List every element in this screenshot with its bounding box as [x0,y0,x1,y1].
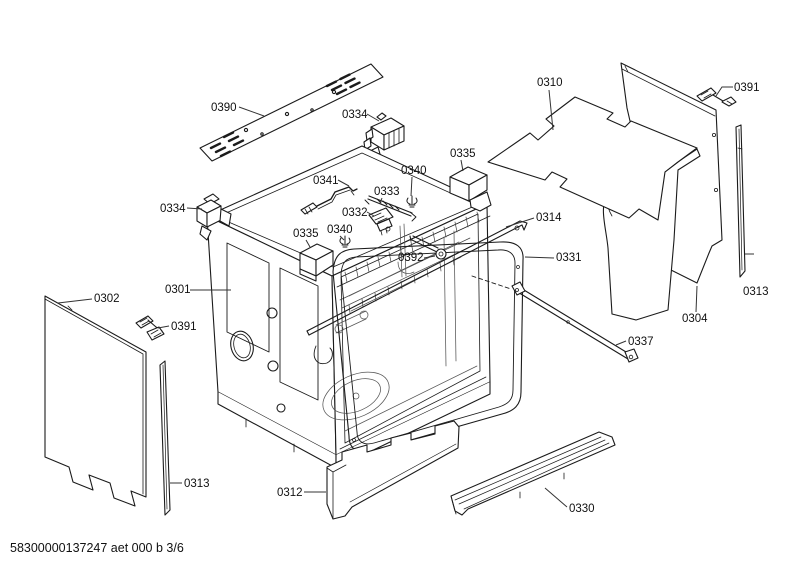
document-number-footer: 58300000137247 aet 000 b 3/6 [10,541,184,555]
part-label-0340-top: 0340 [401,165,427,177]
leader-0392 [423,255,436,259]
leader-0391-left [157,325,170,329]
part-label-0313-left: 0313 [184,478,210,490]
leader-0337 [615,340,627,346]
leader-0310 [548,89,554,131]
leader-0334-left [186,207,203,210]
leader-0335-left [305,239,311,248]
part-0340-clip-top [406,195,418,208]
part-labels: 0390 0334 0310 0391 0335 0340 0341 0333 … [94,77,769,515]
leader-0332 [366,211,375,217]
leader-lines [57,86,754,508]
leader-0335-right [460,159,464,172]
part-0310-insulation-mat [487,96,701,321]
part-label-0335-left: 0335 [293,228,319,240]
part-label-0312: 0312 [277,487,303,499]
part-0302-side-panel-left [44,295,147,507]
part-0332-latch [368,207,394,236]
part-label-0391-top-right: 0391 [734,82,760,94]
leader-0330 [544,487,568,508]
leader-0314 [505,217,535,228]
leader-0340-mid [339,235,345,241]
leader-0391-top-right [715,86,733,97]
part-label-0330: 0330 [569,503,595,515]
part-label-0331: 0331 [556,252,582,264]
part-label-0335-right: 0335 [450,148,476,160]
leader-0390 [238,106,265,117]
part-0330-channel [450,431,616,516]
part-0341-bracket [300,186,358,215]
part-label-0391-left: 0391 [171,321,197,333]
part-0334-blocks-left [196,193,232,241]
part-label-0332: 0332 [342,207,368,219]
leader-0302 [57,298,93,304]
leader-0341 [337,179,350,187]
part-label-0341: 0341 [313,175,339,187]
part-label-0340-mid: 0340 [327,224,353,236]
part-0391-bracket-top-right [696,87,737,107]
part-0334-connector-top [363,112,405,158]
part-0313-trim-strip-right [735,124,746,278]
leader-0334-top [366,113,380,122]
leader-0331 [524,256,555,259]
part-0333-rail [364,195,417,222]
part-label-0334-left: 0334 [160,203,186,215]
part-0312-base-insulation [326,420,460,520]
part-label-0390: 0390 [211,102,237,114]
part-label-0301: 0301 [165,284,191,296]
part-0392-hinge-rod [409,235,447,260]
part-0314-seal-strip [306,220,528,336]
part-label-0302: 0302 [94,293,120,305]
part-0313-trim-strip-left [159,360,171,516]
part-label-0310: 0310 [537,77,563,89]
part-label-0314: 0314 [536,212,562,224]
part-0340-clip-mid [339,235,351,248]
part-0390-vent-cover-strip [199,63,384,162]
part-0337-strut [471,275,639,363]
leader-0333 [379,197,383,204]
leader-0340-top [410,176,413,197]
part-label-0333: 0333 [374,186,400,198]
leader-0304 [695,285,698,313]
part-label-0304: 0304 [682,313,708,325]
part-label-0337: 0337 [628,336,654,348]
part-label-0392: 0392 [398,252,424,264]
part-label-0313-right: 0313 [743,286,769,298]
part-0335-damper-right [449,166,492,212]
part-0335-damper-left [299,243,334,282]
part-label-0334-top: 0334 [342,109,368,121]
part-0391-bracket-left [135,315,165,341]
